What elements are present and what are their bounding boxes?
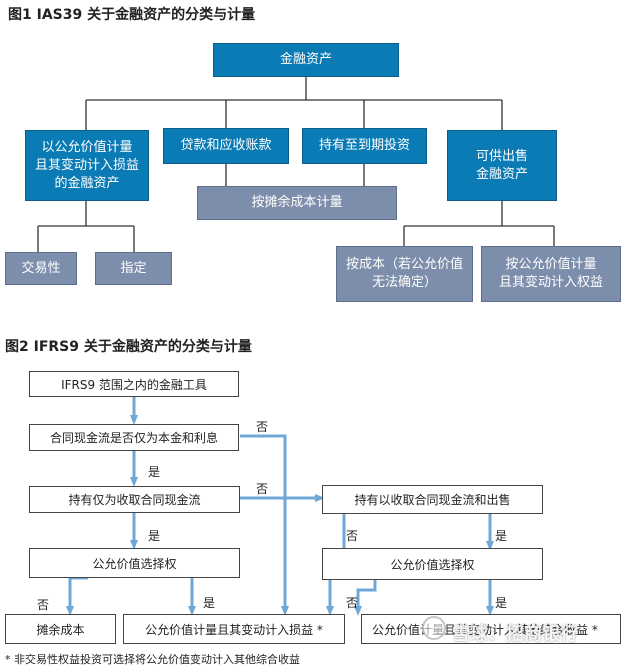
node-sppi-test: 合同现金流是否仅为本金和利息 xyxy=(29,424,239,451)
node-fvpl-assets: 以公允价值计量 且其变动计入损益 的金融资产 xyxy=(25,130,149,201)
node-fvpl-result: 公允价值计量且其变动计入损益 * xyxy=(123,614,345,644)
node-designated: 指定 xyxy=(95,252,172,285)
node-hold-to-collect: 持有仅为收取合同现金流 xyxy=(29,486,240,513)
label-no-hold-collect: 否 xyxy=(256,482,269,496)
label-no-sppi: 否 xyxy=(256,420,269,434)
label-no-fvo-left: 否 xyxy=(37,598,50,612)
node-financial-assets: 金融资产 xyxy=(213,43,399,77)
label-no-hold-collect-sell: 否 xyxy=(346,529,359,543)
label-yes-fvo-left: 是 xyxy=(203,596,216,610)
label-yes-hold-collect: 是 xyxy=(148,529,161,543)
node-trading: 交易性 xyxy=(5,252,77,285)
node-loans-receivables: 贷款和应收账款 xyxy=(163,128,289,164)
watermark: 雪球：招商银行 xyxy=(452,624,578,645)
figure2-title: 图2 IFRS9 关于金融资产的分类与计量 xyxy=(5,339,252,355)
node-fv-through-equity: 按公允价值计量 且其变动计入权益 xyxy=(481,246,621,302)
watermark-logo-icon xyxy=(422,616,446,640)
footnote: * 非交易性权益投资可选择将公允价值变动计入其他综合收益 xyxy=(5,653,300,666)
node-amortized-cost-result: 摊余成本 xyxy=(5,614,116,644)
node-ifrs9-scope: IFRS9 范围之内的金融工具 xyxy=(29,371,239,397)
node-at-cost: 按成本（若公允价值 无法确定） xyxy=(336,246,473,302)
node-available-for-sale: 可供出售 金融资产 xyxy=(447,130,557,201)
label-yes-fvo-right: 是 xyxy=(495,596,508,610)
label-yes-hold-collect-sell: 是 xyxy=(495,529,508,543)
node-fvo-right: 公允价值选择权 xyxy=(322,548,543,580)
node-fvo-left: 公允价值选择权 xyxy=(29,548,240,578)
node-held-to-maturity: 持有至到期投资 xyxy=(302,128,427,164)
node-amortized-cost: 按摊余成本计量 xyxy=(197,186,397,220)
label-yes-sppi: 是 xyxy=(148,465,161,479)
label-no-fvo-right: 否 xyxy=(346,596,359,610)
node-hold-collect-sell: 持有以收取合同现金流和出售 xyxy=(322,485,543,514)
figure1-title: 图1 IAS39 关于金融资产的分类与计量 xyxy=(8,7,256,23)
